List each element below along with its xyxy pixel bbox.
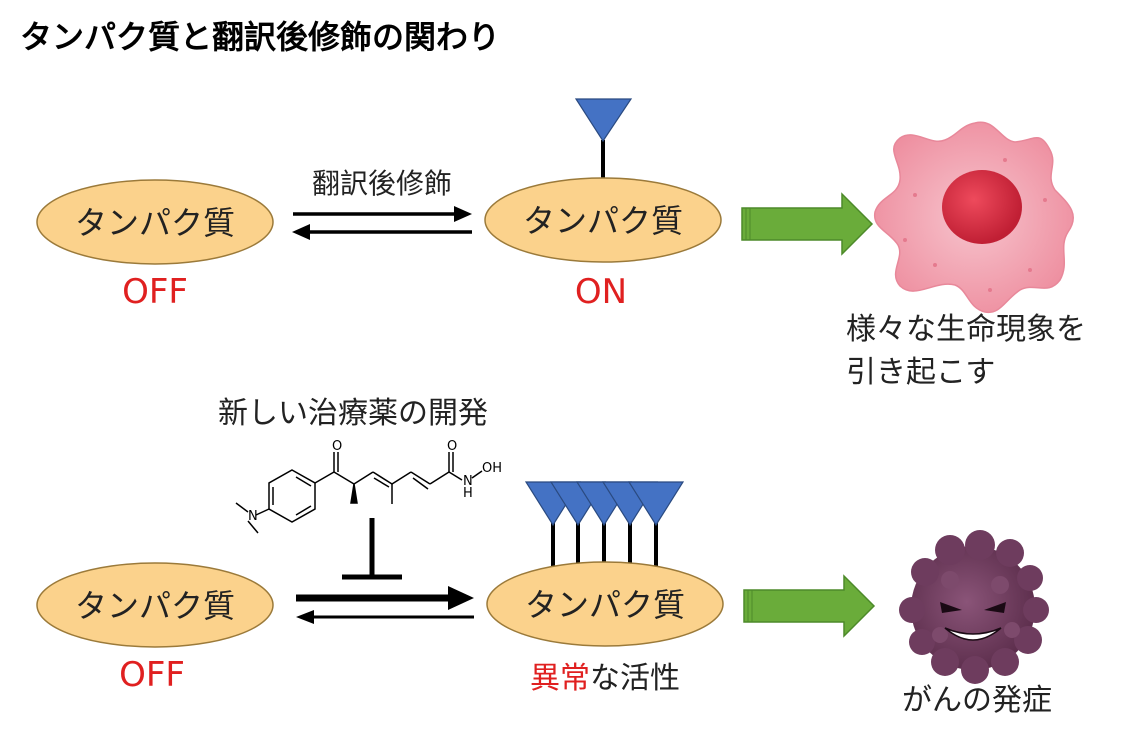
cancer-cell-icon xyxy=(899,530,1049,684)
protein-label: タンパク質 xyxy=(523,202,683,240)
nucleus xyxy=(942,170,1022,244)
chem-oxygen-2: O xyxy=(447,439,457,454)
chemical-structure xyxy=(235,452,483,534)
protein-label: タンパク質 xyxy=(75,204,235,242)
flags-multiple xyxy=(524,481,685,566)
outcome-line-2: 引き起こす xyxy=(846,355,995,390)
drug-caption: 新しい治療薬の開発 xyxy=(218,396,488,431)
state-off-top: OFF xyxy=(122,272,188,312)
normal-cell-icon xyxy=(874,121,1074,314)
protein-off-top: タンパク質 xyxy=(36,179,274,265)
protein-label: タンパク質 xyxy=(525,586,685,624)
state-abnormal-rest: な活性 xyxy=(590,661,680,696)
outcome-cancer: がんの発症 xyxy=(902,683,1052,718)
chem-nitrogen-dimethyl: N xyxy=(248,509,258,524)
chem-hydroxyl: OH xyxy=(482,461,502,476)
state-abnormal-activity: 異常な活性 xyxy=(530,661,680,696)
protein-abnormal-bottom: タンパク質 xyxy=(486,561,724,647)
chem-hydrogen: H xyxy=(463,486,473,501)
inhibition-t-bar-icon xyxy=(342,518,402,580)
green-arrow-top xyxy=(741,192,874,256)
equilibrium-arrows-bottom xyxy=(296,586,474,624)
chem-nitrogen-amide: N xyxy=(463,474,473,489)
triangle-flag-icon xyxy=(574,98,633,143)
state-abnormal-red: 異常 xyxy=(530,661,590,696)
protein-label: タンパク質 xyxy=(75,587,235,625)
modification-label: 翻訳後修飾 xyxy=(312,167,452,200)
page-title: タンパク質と翻訳後修飾の関わり xyxy=(20,18,500,56)
green-arrow-bottom xyxy=(743,574,876,638)
equilibrium-arrows-top xyxy=(292,206,472,240)
chem-oxygen-1: O xyxy=(332,439,342,454)
state-on-top: ON xyxy=(575,272,627,312)
flag-single xyxy=(574,98,633,182)
triangle-flag-icon xyxy=(627,481,685,527)
protein-on-top: タンパク質 xyxy=(484,177,722,263)
protein-off-bottom: タンパク質 xyxy=(36,562,274,648)
state-off-bottom: OFF xyxy=(119,655,185,695)
outcome-line-1: 様々な生命現象を xyxy=(846,312,1086,347)
